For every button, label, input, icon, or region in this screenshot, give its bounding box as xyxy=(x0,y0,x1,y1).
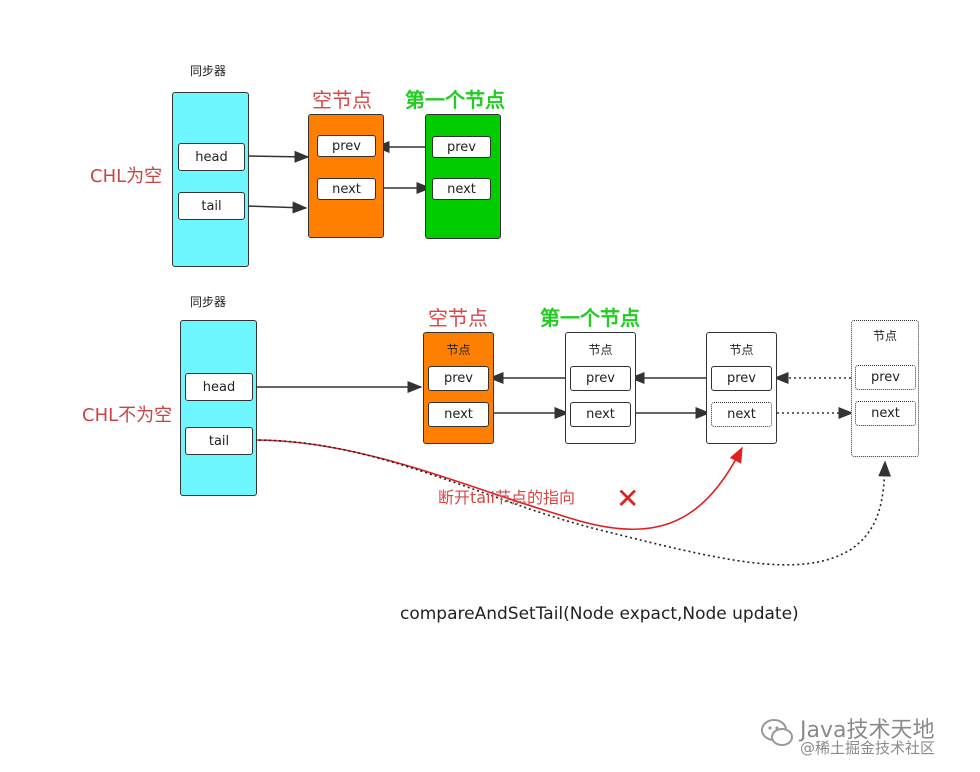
top-sync-title: 同步器 xyxy=(190,64,227,78)
bottom-sync-title: 同步器 xyxy=(190,295,227,309)
top-head-field: head xyxy=(178,143,245,171)
bottom-new-node-next: next xyxy=(855,401,916,426)
arrow-tail-to-empty xyxy=(245,201,308,214)
watermark-subtitle: @稀土掘金技术社区 xyxy=(800,739,936,757)
wechat-icon xyxy=(760,716,794,750)
bottom-empty-prev: prev xyxy=(428,366,489,391)
watermark-title: Java技术天地 xyxy=(800,718,935,743)
break-tail-annotation: 断开tail节点的指向 xyxy=(438,488,575,507)
bottom-node1-prev: prev xyxy=(570,366,631,391)
bottom-head-field: head xyxy=(185,373,253,401)
bottom-tail-field: tail xyxy=(185,427,253,455)
top-empty-node-box: prev next xyxy=(308,114,384,238)
bottom-empty-node-title: 空节点 xyxy=(428,306,488,330)
bottom-node2-next: next xyxy=(711,402,772,427)
bottom-node2-label: 节点 xyxy=(729,343,754,357)
top-first-prev: prev xyxy=(432,136,491,158)
bottom-node1-box: 节点 prev next xyxy=(565,332,636,444)
top-empty-node-title: 空节点 xyxy=(312,88,372,112)
bottom-node2-box: 节点 prev next xyxy=(706,332,777,444)
bottom-side-label: CHL不为空 xyxy=(82,405,173,426)
bottom-new-node-label: 节点 xyxy=(872,329,897,343)
top-synchronizer-box: head tail xyxy=(172,92,249,267)
bottom-node2-prev: prev xyxy=(711,366,772,391)
bottom-empty-next: next xyxy=(428,402,489,427)
arrow-head-to-empty xyxy=(245,150,310,163)
tail-to-node2-curve xyxy=(253,439,743,531)
bottom-first-node-title: 第一个节点 xyxy=(540,306,640,330)
bottom-new-node-box: 节点 prev next xyxy=(851,320,919,457)
bottom-new-node-prev: prev xyxy=(855,365,916,390)
bottom-synchronizer-box: head tail xyxy=(180,320,257,496)
top-first-node-title: 第一个节点 xyxy=(405,88,505,112)
top-empty-prev: prev xyxy=(317,135,376,157)
bottom-empty-node-label: 节点 xyxy=(446,343,471,357)
top-first-node-box: prev next xyxy=(425,114,501,239)
top-tail-field: tail xyxy=(178,192,245,220)
top-first-next: next xyxy=(432,178,491,200)
cross-icon: ✕ xyxy=(616,482,640,515)
caption: compareAndSetTail(Node expact,Node updat… xyxy=(400,604,799,624)
bottom-node1-label: 节点 xyxy=(588,343,613,357)
top-empty-next: next xyxy=(317,178,376,200)
bottom-node1-next: next xyxy=(570,402,631,427)
top-side-label: CHL为空 xyxy=(90,166,163,187)
bottom-empty-node-box: 节点 prev next xyxy=(423,332,494,444)
